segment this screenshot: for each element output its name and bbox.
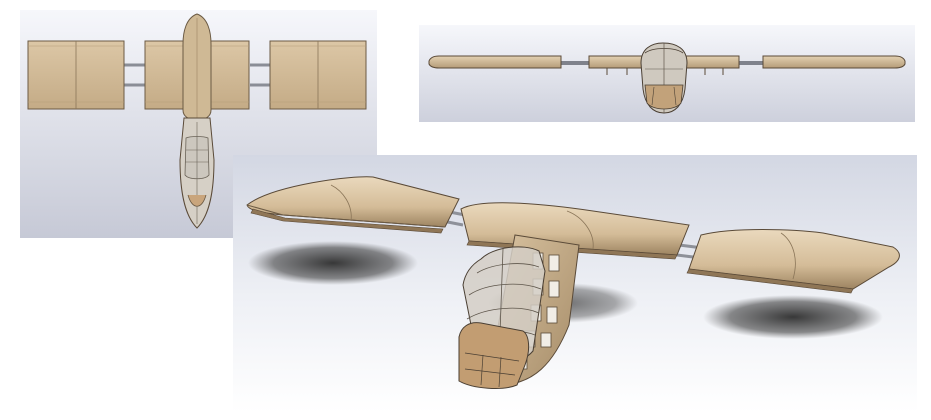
right-wing-panel xyxy=(686,229,900,294)
top-view-drawing xyxy=(20,10,377,238)
front-view xyxy=(419,25,915,122)
top-view xyxy=(20,10,377,238)
left-wing-edge xyxy=(428,55,562,69)
left-wing-panel xyxy=(246,176,460,234)
fuselage xyxy=(182,13,212,121)
front-view-drawing xyxy=(419,25,915,122)
left-wing-panel xyxy=(27,40,125,110)
right-wing-panel xyxy=(269,40,367,110)
cockpit-pod xyxy=(179,117,215,229)
spar-rods xyxy=(120,63,272,87)
fuselage xyxy=(458,234,580,389)
fuselage-front xyxy=(640,42,688,114)
right-wing-edge xyxy=(762,55,906,69)
isometric-view-drawing xyxy=(233,155,917,413)
isometric-view xyxy=(233,155,917,413)
wing-brackets xyxy=(606,68,724,75)
